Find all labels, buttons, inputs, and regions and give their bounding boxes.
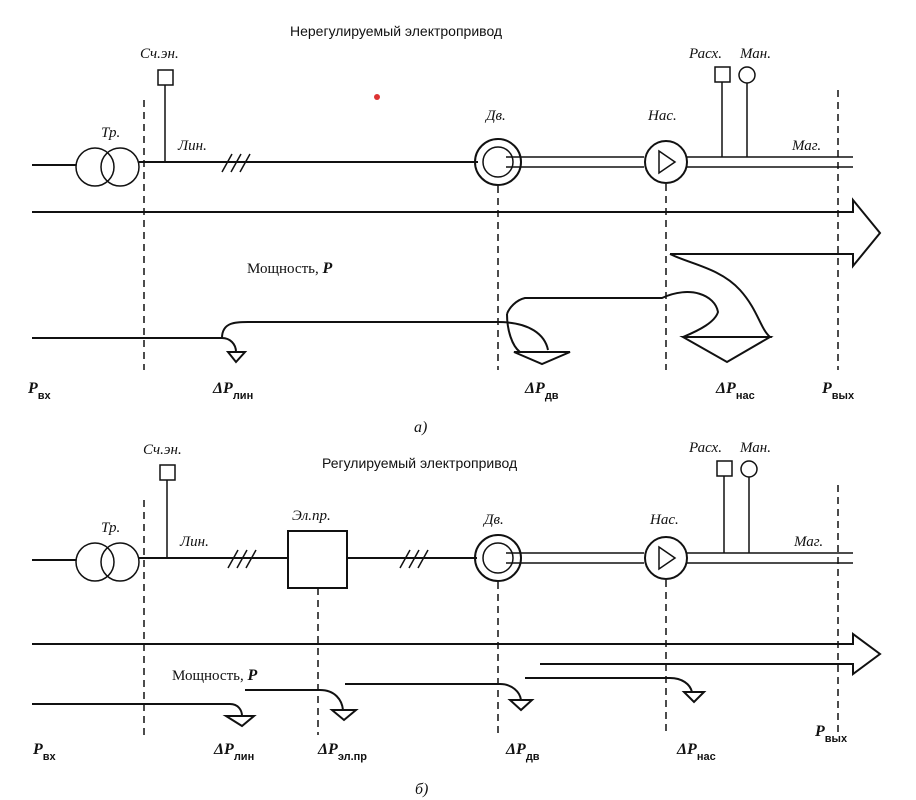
three-phase-mark-b1	[227, 549, 257, 569]
motor-icon-b	[474, 534, 522, 582]
variable-drive-icon-b	[287, 530, 348, 589]
transformer-label-b: Тр.	[101, 520, 120, 536]
transformer-label-a: Тр.	[101, 125, 120, 141]
power-flow-band-b	[32, 632, 882, 676]
pump-loss-arrow-a	[506, 253, 773, 338]
pump-label-a: Нас.	[647, 108, 677, 124]
dp-pump-label-a: ΔPнас	[715, 380, 755, 402]
manometer-label-a: Ман.	[739, 46, 771, 62]
motor-icon-a	[474, 138, 522, 186]
flow-label-a: Расх.	[688, 46, 722, 62]
line-label-b: Лин.	[179, 534, 209, 550]
dp-motor-label-b: ΔPдв	[505, 741, 540, 763]
pump-loss-arrow-b	[681, 691, 707, 704]
main-label-a: Маг.	[791, 138, 821, 154]
p-out-label-b: Pвых	[814, 723, 848, 745]
power-label-b: Мощность, P	[172, 667, 257, 684]
power-label-a: Мощность, P	[247, 260, 332, 277]
three-phase-mark-b2	[399, 549, 429, 569]
p-out-label-a: Pвых	[821, 380, 855, 402]
p-in-label-b: Pвх	[32, 741, 57, 763]
drive-label-b: Эл.пр.	[292, 508, 331, 524]
power-flow-band-a	[32, 197, 882, 269]
motor-loss-arrow-a	[513, 351, 571, 366]
flowmeter-icon-a	[714, 66, 731, 83]
diagram-a-title: Нерегулируемый электропривод	[290, 23, 502, 39]
meter-icon-a	[157, 69, 174, 86]
caption-a: а)	[414, 419, 427, 436]
transformer-icon-a	[75, 147, 115, 187]
drive-power-line-b	[245, 689, 344, 711]
pump-icon-b	[644, 536, 688, 580]
drive-loss-arrow-b	[329, 709, 359, 722]
meter-icon-b	[159, 464, 176, 481]
red-dot-mark	[374, 94, 380, 100]
input-power-line-a	[32, 337, 237, 353]
diagram-b-title: Регулируемый электропривод	[322, 455, 517, 471]
diagram-b: Регулируемый электропривод Сч.эн. Тр. Ли…	[32, 440, 882, 798]
main-label-b: Маг.	[793, 534, 823, 550]
motor-loss-arrow-b	[507, 699, 535, 712]
pump-icon-a	[644, 140, 688, 184]
transformer-icon-b	[75, 542, 115, 582]
dp-line-label-a: ΔPлин	[212, 380, 253, 402]
manometer-icon-b	[740, 460, 758, 478]
line-loss-arrow-a	[225, 351, 248, 364]
p-in-label-a: Pвх	[27, 380, 52, 402]
meter-label-a: Сч.эн.	[140, 46, 179, 62]
three-phase-mark-a	[221, 153, 251, 173]
pump-power-line-b	[525, 677, 693, 693]
meter-label-b: Сч.эн.	[143, 442, 182, 458]
dp-drive-label-b: ΔPэл.пр	[317, 741, 367, 763]
motor-label-a: Дв.	[484, 108, 506, 124]
pump-label-b: Нас.	[649, 512, 679, 528]
dp-motor-label-a: ΔPдв	[524, 380, 559, 402]
motor-power-line-a	[248, 321, 549, 351]
diagram-a: Нерегулируемый электропривод Сч.эн. Тр. …	[27, 23, 882, 436]
manometer-icon-a	[738, 66, 756, 84]
line-label-a: Лин.	[177, 138, 207, 154]
dp-pump-label-b: ΔPнас	[676, 741, 716, 763]
line-loss-arrow-b	[222, 715, 257, 728]
manometer-label-b: Ман.	[739, 440, 771, 456]
dp-line-label-b: ΔPлин	[213, 741, 254, 763]
flow-label-b: Расх.	[688, 440, 722, 456]
input-power-line-b	[32, 703, 243, 717]
caption-b: б)	[415, 781, 428, 798]
motor-label-b: Дв.	[482, 512, 504, 528]
flowmeter-icon-b	[716, 460, 733, 477]
motor-power-line-b	[345, 683, 522, 701]
